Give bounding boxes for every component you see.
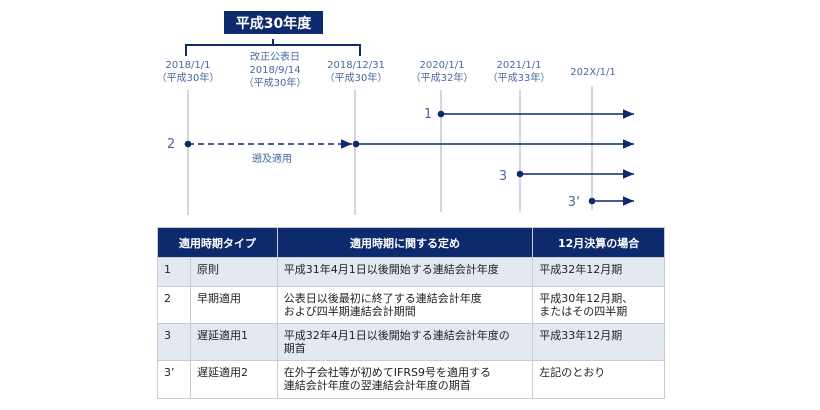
row-rule: 平成32年4月1日以後開始する連結会計年度の期首 <box>276 323 534 361</box>
application-timing-table: 適用時期タイプ 適用時期に関する定め 12月決算の場合 1 原則 平成31年4月… <box>157 227 665 399</box>
date-label: 2018/9/14 <box>249 65 300 76</box>
row-number: 3 <box>157 323 191 361</box>
row-rule: 在外子会社等が初めてIFRS9号を適用する連結会計年度の翌連結会計年度の期首 <box>276 360 534 399</box>
row-type: 遅延適用2 <box>189 360 278 399</box>
fiscal-year-bracket <box>185 39 361 56</box>
row-type: 原則 <box>189 257 278 287</box>
date-label: （平成30年） <box>244 76 307 89</box>
date-label: 2018/12/31 <box>327 60 385 71</box>
timeline: 2018/1/1 （平成30年） 改正公表日 2018/9/14 （平成30年）… <box>157 39 634 215</box>
row-rule: 公表日以後最初に終了する連結会計年度および四半期連結会計期間 <box>276 286 534 324</box>
row-number: 3’ <box>157 360 191 399</box>
retro-label: 遡及適用 <box>252 152 292 165</box>
date-gridlines <box>187 86 593 215</box>
column-header: 適用時期に関する定め <box>276 227 534 258</box>
row-december: 平成32年12月期 <box>532 257 665 287</box>
marker-label: 3 <box>499 169 507 184</box>
date-label: （平成30年） <box>157 71 220 84</box>
row-december: 左記のとおり <box>532 360 665 399</box>
marker-label: 3‘ <box>568 195 580 210</box>
column-header: 適用時期タイプ <box>157 227 278 258</box>
row-rule: 平成31年4月1日以後開始する連結会計年度 <box>276 257 534 287</box>
row-type: 遅延適用1 <box>189 323 278 361</box>
table-row: 3 遅延適用1 平成32年4月1日以後開始する連結会計年度の期首 平成33年12… <box>157 323 665 361</box>
row-december: 平成33年12月期 <box>532 323 665 361</box>
date-label: 2021/1/1 <box>497 60 542 71</box>
table-row: 3’ 遅延適用2 在外子会社等が初めてIFRS9号を適用する連結会計年度の翌連結… <box>157 360 665 399</box>
date-label: 202X/1/1 <box>570 67 615 78</box>
column-header: 12月決算の場合 <box>532 227 665 258</box>
row-december: 平成30年12月期、またはその四半期 <box>532 286 665 324</box>
date-label: （平成30年） <box>325 71 388 84</box>
fiscal-year-title: 平成30年度 <box>224 11 323 34</box>
table-row: 2 早期適用 公表日以後最初に終了する連結会計年度および四半期連結会計期間 平成… <box>157 286 665 324</box>
date-label: 改正公表日 <box>250 50 300 63</box>
row-number: 1 <box>157 257 191 287</box>
marker-label: 2 <box>167 137 175 152</box>
date-label: 2020/1/1 <box>420 60 465 71</box>
date-label: （平成33年） <box>488 71 551 84</box>
row-number: 2 <box>157 286 191 324</box>
date-label: 2018/1/1 <box>166 60 211 71</box>
date-label: （平成32年） <box>411 71 474 84</box>
row-type: 早期適用 <box>189 286 278 324</box>
table-row: 1 原則 平成31年4月1日以後開始する連結会計年度 平成32年12月期 <box>157 257 665 287</box>
marker-label: 1 <box>424 107 432 122</box>
